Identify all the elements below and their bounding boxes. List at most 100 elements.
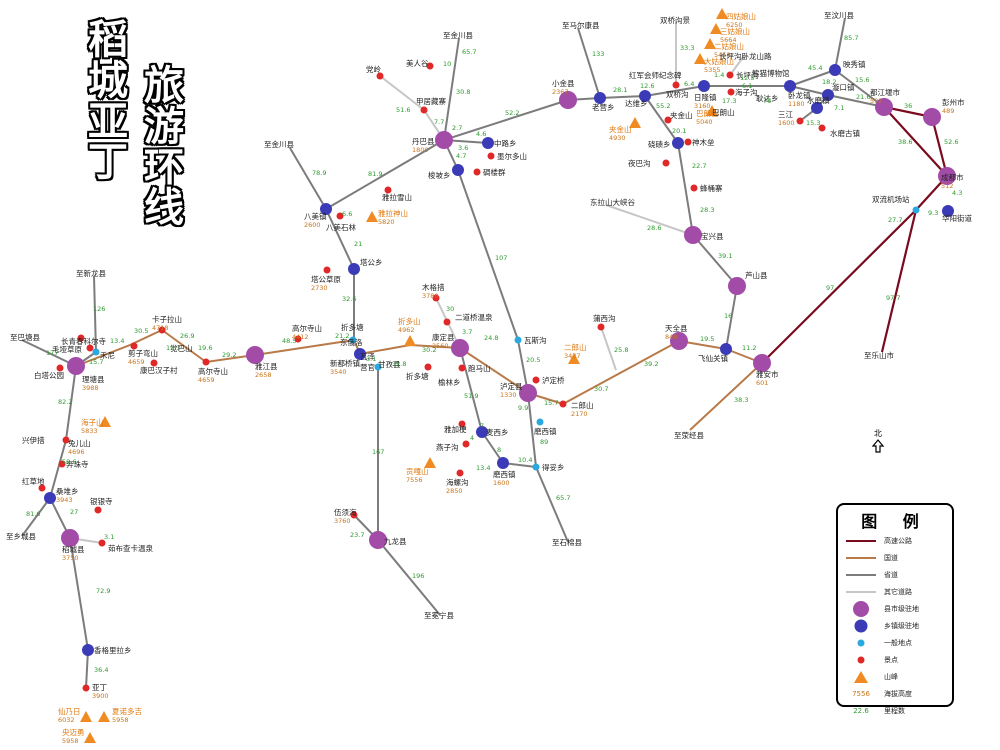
distance-label: 30.2 xyxy=(422,346,436,354)
place-scenic: 燕子沟 xyxy=(436,440,470,452)
scenic-marker xyxy=(458,420,466,428)
distance-label: 28.6 xyxy=(647,224,661,232)
altitude-label: 3160 xyxy=(694,102,711,110)
place-label: 至乐山市 xyxy=(864,350,894,360)
title-char: 线 xyxy=(144,184,184,232)
place-label: 二郎山 xyxy=(564,342,587,352)
distance-label: 52.6 xyxy=(944,138,958,146)
place-label: 大姑娘山 xyxy=(704,56,734,66)
altitude-label: 1600 xyxy=(493,479,510,487)
place-label: 得妥乡 xyxy=(542,462,565,472)
distance-label: 133 xyxy=(592,50,604,58)
scenic-marker xyxy=(458,364,466,372)
place-label: 海子沟 xyxy=(735,87,758,97)
distance-label: 15.7 xyxy=(89,358,103,366)
place-label: 至巴塘县 xyxy=(10,332,40,342)
place-township: 香格里拉乡 xyxy=(82,644,132,656)
township-marker xyxy=(822,89,834,101)
place-label: 达维乡 xyxy=(625,98,648,108)
altitude-label: 7556 xyxy=(406,476,423,484)
place-label: 党岭 xyxy=(366,64,381,74)
place-label: 夏诺多吉 xyxy=(112,706,142,716)
place-scenic: 雅拉雪山 xyxy=(382,186,412,202)
distance-label: 10 xyxy=(443,60,451,68)
provincial-road xyxy=(827,94,885,108)
place-label: 红军会师纪念碑 xyxy=(629,70,682,80)
place-label: 雅江县 xyxy=(255,361,278,371)
minor-marker xyxy=(349,336,357,344)
place-scenic: 神木垒 xyxy=(684,137,715,147)
scenic-marker xyxy=(56,364,64,372)
altitude-label: 5958 xyxy=(62,737,79,745)
legend-symbol xyxy=(838,618,884,634)
place-label: 东俄洛 xyxy=(340,337,363,347)
place-label: 新都桥镇 xyxy=(330,358,360,368)
place-label: 飞仙关镇 xyxy=(698,353,728,363)
place-label: 营官 xyxy=(360,362,375,372)
distance-label: 12.5 xyxy=(740,74,754,82)
place-label: 海子山 xyxy=(81,417,104,427)
place-township: 水磨镇 xyxy=(807,95,830,114)
place-label: 东俄洛 xyxy=(340,337,363,347)
township-marker xyxy=(942,205,954,217)
distance-label: 72.9 xyxy=(96,587,110,595)
place-label: 耿达乡 xyxy=(756,93,779,103)
distance-label: 28.3 xyxy=(700,206,714,214)
mountain-icon xyxy=(424,457,436,468)
township-marker xyxy=(482,137,494,149)
place-label: 剪子弯山 xyxy=(128,348,158,358)
place-minor: 磨西镇 xyxy=(534,418,557,436)
place-scenic: 甲居藏寨 xyxy=(416,96,446,114)
township-marker xyxy=(82,644,94,656)
township-marker xyxy=(784,80,796,92)
mountain-icon xyxy=(84,732,96,743)
altitude-label: 3750 xyxy=(62,554,79,562)
legend-label: 县市级驻地 xyxy=(884,604,919,613)
altitude-label: 3760 xyxy=(334,517,351,525)
distance-label: 25.8 xyxy=(614,346,628,354)
place-label: 八美石林 xyxy=(326,222,356,232)
distance-label: 22.7 xyxy=(692,162,706,170)
place-scenic: 折多塘 xyxy=(406,363,432,381)
scenic-marker xyxy=(350,511,358,519)
township-marker xyxy=(476,426,488,438)
place-label: 瓦泽 xyxy=(360,352,375,361)
place-label: 中路乡 xyxy=(494,138,517,148)
scenic-marker xyxy=(532,376,540,384)
minor-marker xyxy=(374,363,382,371)
legend-label: 乡镇级驻地 xyxy=(884,621,919,630)
legend-symbol: 22.6 xyxy=(853,706,869,715)
altitude-label: 2850 xyxy=(446,487,463,495)
township-marker xyxy=(811,102,823,114)
distance-label: 97 xyxy=(826,284,834,292)
place-label: 央迈勇 xyxy=(62,727,85,737)
legend-item: 其它道路 xyxy=(838,583,952,600)
distance-label: 6.6 xyxy=(342,210,352,218)
scenic-marker xyxy=(672,81,680,89)
distance-label: 17.3 xyxy=(722,97,736,105)
legend-symbol xyxy=(838,600,884,618)
altitude-label: 6250 xyxy=(726,21,743,29)
distance-label: 51.9 xyxy=(464,392,478,400)
place-label: 至金川县 xyxy=(443,30,473,40)
county-marker xyxy=(938,167,956,185)
provincial-road xyxy=(457,169,529,394)
place-label: 至汶川县 xyxy=(824,10,854,20)
altitude-label: 2170 xyxy=(571,410,588,418)
place-label: 塔公草原 xyxy=(311,274,341,284)
place-township: 塔公乡 xyxy=(348,257,383,275)
place-township: 麦西乡 xyxy=(476,426,509,438)
place-label: 日隆镇 xyxy=(694,92,717,102)
place-minor: 瓦斯沟 xyxy=(514,335,547,345)
mountain-icon xyxy=(80,711,92,722)
distance-label: 3.7 xyxy=(462,328,472,336)
place-label: 泸定桥 xyxy=(542,375,565,385)
place-label: 至冕宁县 xyxy=(424,610,454,620)
